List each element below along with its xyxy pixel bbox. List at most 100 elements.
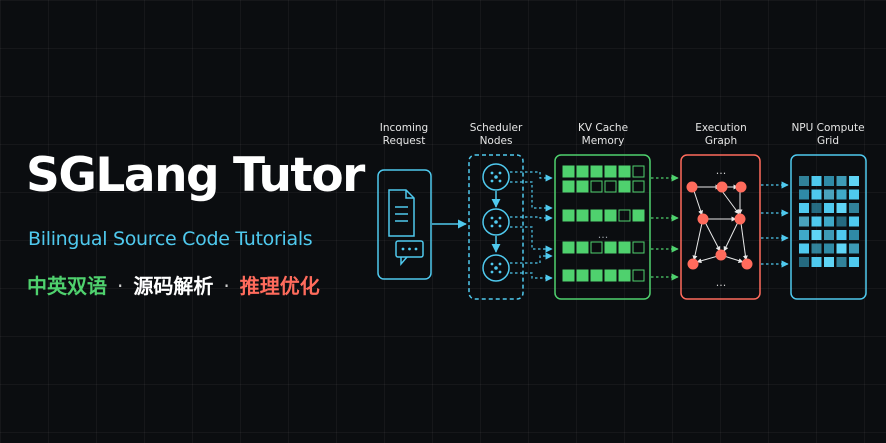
npu-cell [799, 176, 809, 186]
tag-source-analysis: 源码解析 [133, 274, 214, 298]
npu-cell [824, 243, 834, 254]
npu-cell [836, 230, 847, 240]
arrows-graph-to-npu [761, 181, 789, 268]
npu-cell [811, 189, 822, 200]
document-icon [388, 189, 415, 237]
kv-block [604, 180, 617, 193]
node-hub-icon [482, 163, 510, 191]
graph-ellipsis-top: ... [716, 164, 727, 177]
kv-block [576, 241, 589, 254]
npu-cell [849, 257, 859, 267]
npu-compute-cells [799, 176, 859, 267]
npu-cell [824, 216, 834, 227]
npu-cell [799, 257, 809, 267]
stage-label-execution: Execution [695, 122, 747, 134]
npu-cell [799, 243, 809, 254]
scheduler-nodes-box [468, 154, 524, 300]
tag-separator: · [117, 274, 124, 298]
stage-label-nodes: Nodes [480, 135, 513, 147]
npu-cell [811, 230, 822, 240]
npu-cell [811, 216, 822, 227]
npu-cell [799, 216, 809, 227]
graph-nodes [686, 181, 753, 270]
chat-bubble-icon [395, 240, 424, 267]
npu-cell [849, 243, 859, 254]
npu-cell [836, 203, 847, 213]
arrows-kv-to-graph [651, 174, 679, 281]
npu-cell [799, 189, 809, 200]
npu-cell [836, 243, 847, 254]
stage-label-memory: Memory [582, 135, 625, 147]
node-hub-icon [482, 254, 510, 282]
incoming-request-box [377, 169, 432, 280]
kv-block [590, 269, 603, 282]
npu-cell [849, 216, 859, 227]
kv-block [618, 165, 631, 178]
kv-cache-blocks [562, 165, 645, 282]
page-title: SGLang Tutor [26, 148, 365, 203]
npu-cell [824, 189, 834, 200]
kv-cache-memory-box [554, 154, 651, 300]
tag-separator: · [223, 274, 230, 298]
npu-cell [811, 243, 822, 254]
stage-label-scheduler: Scheduler [470, 122, 523, 134]
npu-cell [824, 230, 834, 240]
kv-block [562, 269, 575, 282]
kv-block [618, 269, 631, 282]
npu-cell [799, 203, 809, 213]
kv-block [576, 209, 589, 222]
kv-block [632, 209, 645, 222]
kv-block [604, 209, 617, 222]
kv-block [590, 180, 603, 193]
arrows-scheduler-to-kv [510, 171, 553, 282]
kv-block [632, 180, 645, 193]
npu-cell [849, 203, 859, 213]
npu-cell [824, 257, 834, 267]
kv-block [618, 241, 631, 254]
stage-label-npu-compute: NPU Compute [791, 122, 864, 134]
npu-cell [849, 230, 859, 240]
graph-edges [692, 184, 748, 264]
npu-cell [811, 176, 822, 186]
kv-block [604, 165, 617, 178]
kv-block [604, 241, 617, 254]
kv-block [604, 269, 617, 282]
npu-cell [824, 203, 834, 213]
npu-compute-grid-box [790, 154, 867, 300]
npu-cell [836, 216, 847, 227]
kv-block [590, 209, 603, 222]
npu-cell [849, 176, 859, 186]
npu-cell [849, 189, 859, 200]
npu-cell [811, 203, 822, 213]
kv-block [618, 209, 631, 222]
stage-label-incoming: Incoming [380, 122, 428, 134]
feature-tags: 中英双语 · 源码解析 · 推理优化 [27, 270, 320, 299]
kv-block [562, 165, 575, 178]
kv-block [632, 165, 645, 178]
kv-block [562, 241, 575, 254]
npu-cell [836, 189, 847, 200]
kv-block [576, 180, 589, 193]
kv-block [562, 180, 575, 193]
kv-block [632, 269, 645, 282]
graph-ellipsis-bottom: ... [716, 276, 727, 289]
kv-block [590, 165, 603, 178]
kv-block [632, 241, 645, 254]
stage-label-grid: Grid [817, 135, 839, 147]
tag-inference-optimization: 推理优化 [239, 274, 320, 298]
npu-cell [836, 176, 847, 186]
kv-block [562, 209, 575, 222]
npu-cell [799, 230, 809, 240]
kv-block [576, 269, 589, 282]
stage-label-kv-cache: KV Cache [578, 122, 628, 134]
node-hub-icon [482, 208, 510, 236]
stage-label-request: Request [383, 135, 426, 147]
kv-block [576, 165, 589, 178]
kv-block [590, 241, 603, 254]
npu-cell [836, 257, 847, 267]
execution-graph-box [680, 154, 761, 300]
tag-bilingual: 中英双语 [27, 274, 107, 298]
kv-ellipsis: ... [598, 228, 609, 241]
stage-label-graph: Graph [705, 135, 737, 147]
